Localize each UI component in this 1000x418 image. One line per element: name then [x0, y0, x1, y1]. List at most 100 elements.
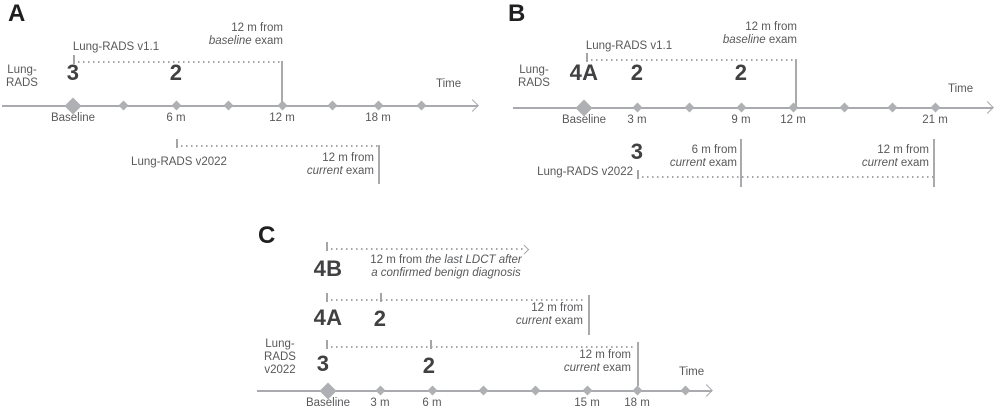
timeline-marker [632, 385, 643, 396]
panel-b-time-label: Time [948, 83, 974, 95]
tick-label-12m: 12 m [780, 114, 806, 126]
exam-tick [176, 139, 178, 148]
note-rest: exam [897, 157, 929, 169]
panel-a-18m-line [378, 145, 380, 184]
panel-b-v11-dotted-line [586, 59, 795, 61]
timeline-marker [416, 100, 427, 111]
exam-tick [326, 242, 328, 251]
axis-arrow-icon [700, 384, 713, 397]
panel-b-score-baseline: 4A [569, 60, 599, 85]
panel-b-9m-line [740, 139, 742, 187]
note-italic: current [669, 157, 706, 169]
panel-c-18m-line [637, 342, 639, 386]
timeline-marker [736, 102, 747, 113]
tick-label-6m: 6 m [422, 397, 442, 409]
panel-a-v2022-dotted-line [176, 145, 378, 147]
note-line: 12 m from [231, 22, 283, 34]
timeline-marker [530, 385, 541, 396]
panel-c-time-label: Time [679, 366, 705, 378]
axis-title-line: Lung- [7, 64, 37, 76]
note-line: 12 m from [531, 302, 583, 314]
timeline-marker [375, 385, 386, 396]
panel-a-letter: A [8, 0, 26, 27]
note-rest: exam [342, 165, 374, 177]
panel-a-score-baseline: 3 [66, 60, 80, 85]
panel-b-12m-line [795, 59, 797, 108]
axis-title-line: Lung- [519, 64, 549, 76]
tick-label-21m: 21 m [922, 114, 948, 126]
tick-label-baseline: Baseline [305, 397, 351, 409]
exam-tick [326, 340, 328, 349]
panel-a-v11-label: Lung-RADS v1.1 [72, 41, 160, 53]
tick-label-12m: 12 m [269, 112, 295, 124]
dotted-arrow-icon [519, 244, 529, 254]
panel-b-v2022-score-3m: 3 [630, 139, 644, 164]
note-italic: the last LDCT after [425, 254, 522, 266]
panel-a-v2022-label: Lung-RADS v2022 [131, 156, 227, 168]
panel-b-axis-title: Lung-RADS [512, 64, 556, 90]
tick-label-18m: 18 m [624, 397, 650, 409]
panel-a-score-6m: 2 [169, 60, 183, 85]
axis-title-line: RADS [264, 351, 296, 363]
note-italic: current [515, 315, 552, 327]
exam-tick [326, 293, 328, 302]
timeline-marker [684, 102, 695, 113]
timeline-marker [788, 102, 799, 113]
timeline-marker [582, 385, 593, 396]
exam-tick [430, 340, 432, 349]
tick-label-baseline: Baseline [561, 114, 607, 126]
exam-tick [380, 293, 382, 302]
note-italic: current [563, 362, 600, 374]
panel-c-score-3: 3 [316, 351, 330, 376]
panel-c-4b-dotted-line [326, 248, 523, 250]
note-line: 12 m from [745, 21, 797, 33]
panel-c-score-3-2: 2 [422, 353, 436, 378]
note-rest: exam [765, 34, 797, 46]
timeline-marker [171, 100, 182, 111]
timeline-marker [680, 385, 691, 396]
timeline-marker [223, 100, 234, 111]
note-rest: exam [251, 35, 283, 47]
note-italic: current [306, 165, 343, 177]
panel-b-v2022-dotted-line [637, 176, 933, 178]
panel-a-timeline-axis [2, 105, 478, 107]
panel-a-axis-title: Lung-RADS [0, 64, 44, 90]
exam-tick [73, 55, 75, 64]
exam-tick [637, 170, 639, 179]
note-italic: baseline [208, 35, 252, 47]
note-italic: a confirmed benign diagnosis [371, 267, 521, 279]
axis-title-line: RADS [6, 77, 38, 89]
panel-b-v2022-label: Lung-RADS v2022 [537, 166, 633, 178]
panel-c-3-dotted-line [326, 346, 635, 348]
axis-arrow-icon [981, 101, 994, 114]
panel-b-score-3m: 2 [630, 60, 644, 85]
panel-b-timeline-axis [513, 107, 993, 109]
axis-title-line: v2022 [264, 364, 296, 376]
axis-title-line: RADS [518, 77, 550, 89]
panel-a-v11-dotted-line [73, 61, 281, 63]
panel-c-letter: C [258, 222, 276, 249]
note-line: 12 m from [322, 152, 374, 164]
tick-label-15m: 15 m [574, 397, 600, 409]
axis-title-line: Lung- [265, 338, 295, 350]
exam-tick [586, 53, 588, 62]
note-italic: current [861, 157, 898, 169]
panel-b-score-9m: 2 [734, 60, 748, 85]
tick-label-baseline: Baseline [50, 112, 96, 124]
timeline-marker [427, 385, 438, 396]
panel-b-letter: B [508, 0, 526, 27]
note-rest: exam [551, 315, 583, 327]
panel-b-v11-label: Lung-RADS v1.1 [585, 40, 673, 52]
timeline-marker [327, 100, 338, 111]
timeline-marker [118, 100, 129, 111]
note-italic: baseline [722, 34, 766, 46]
